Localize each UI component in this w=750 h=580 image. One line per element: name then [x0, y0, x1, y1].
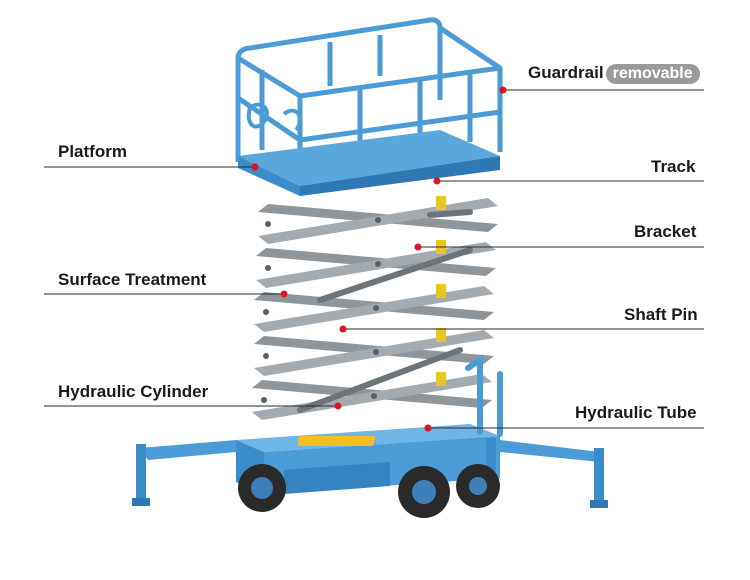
guardrail-label-text: Guardrail	[528, 63, 604, 82]
track-label: Track	[651, 157, 696, 176]
scissor-yellow-tabs	[436, 196, 446, 386]
hydraulic-cylinder-label: Hydraulic Cylinder	[58, 382, 209, 401]
hydraulic-tube-label: Hydraulic Tube	[575, 403, 697, 422]
scissor-arms	[252, 196, 498, 420]
track-callout-dot	[433, 177, 441, 185]
wheels	[238, 464, 500, 518]
bracket-label: Bracket	[634, 222, 697, 241]
platform-label: Platform	[58, 142, 127, 161]
hydraulic-tube-callout-dot	[424, 424, 432, 432]
outriggers	[132, 438, 608, 508]
guardrail-callout-dot	[499, 86, 507, 94]
removable-badge: removable	[605, 64, 700, 84]
push-handle	[465, 354, 503, 437]
hydraulic-cylinders	[297, 209, 473, 413]
shaft-pin-callout-dot	[339, 325, 347, 333]
platform-callout-dot	[251, 163, 259, 171]
guardrail	[235, 17, 503, 165]
shaft-pins	[261, 217, 381, 403]
surface-treatment-label: Surface Treatment	[58, 270, 207, 289]
hydraulic-cylinder-callout-dot	[334, 402, 342, 410]
surface-treatment-callout-dot	[280, 290, 288, 298]
shaft-pin-label: Shaft Pin	[624, 305, 698, 324]
bracket-callout-dot	[414, 243, 422, 251]
